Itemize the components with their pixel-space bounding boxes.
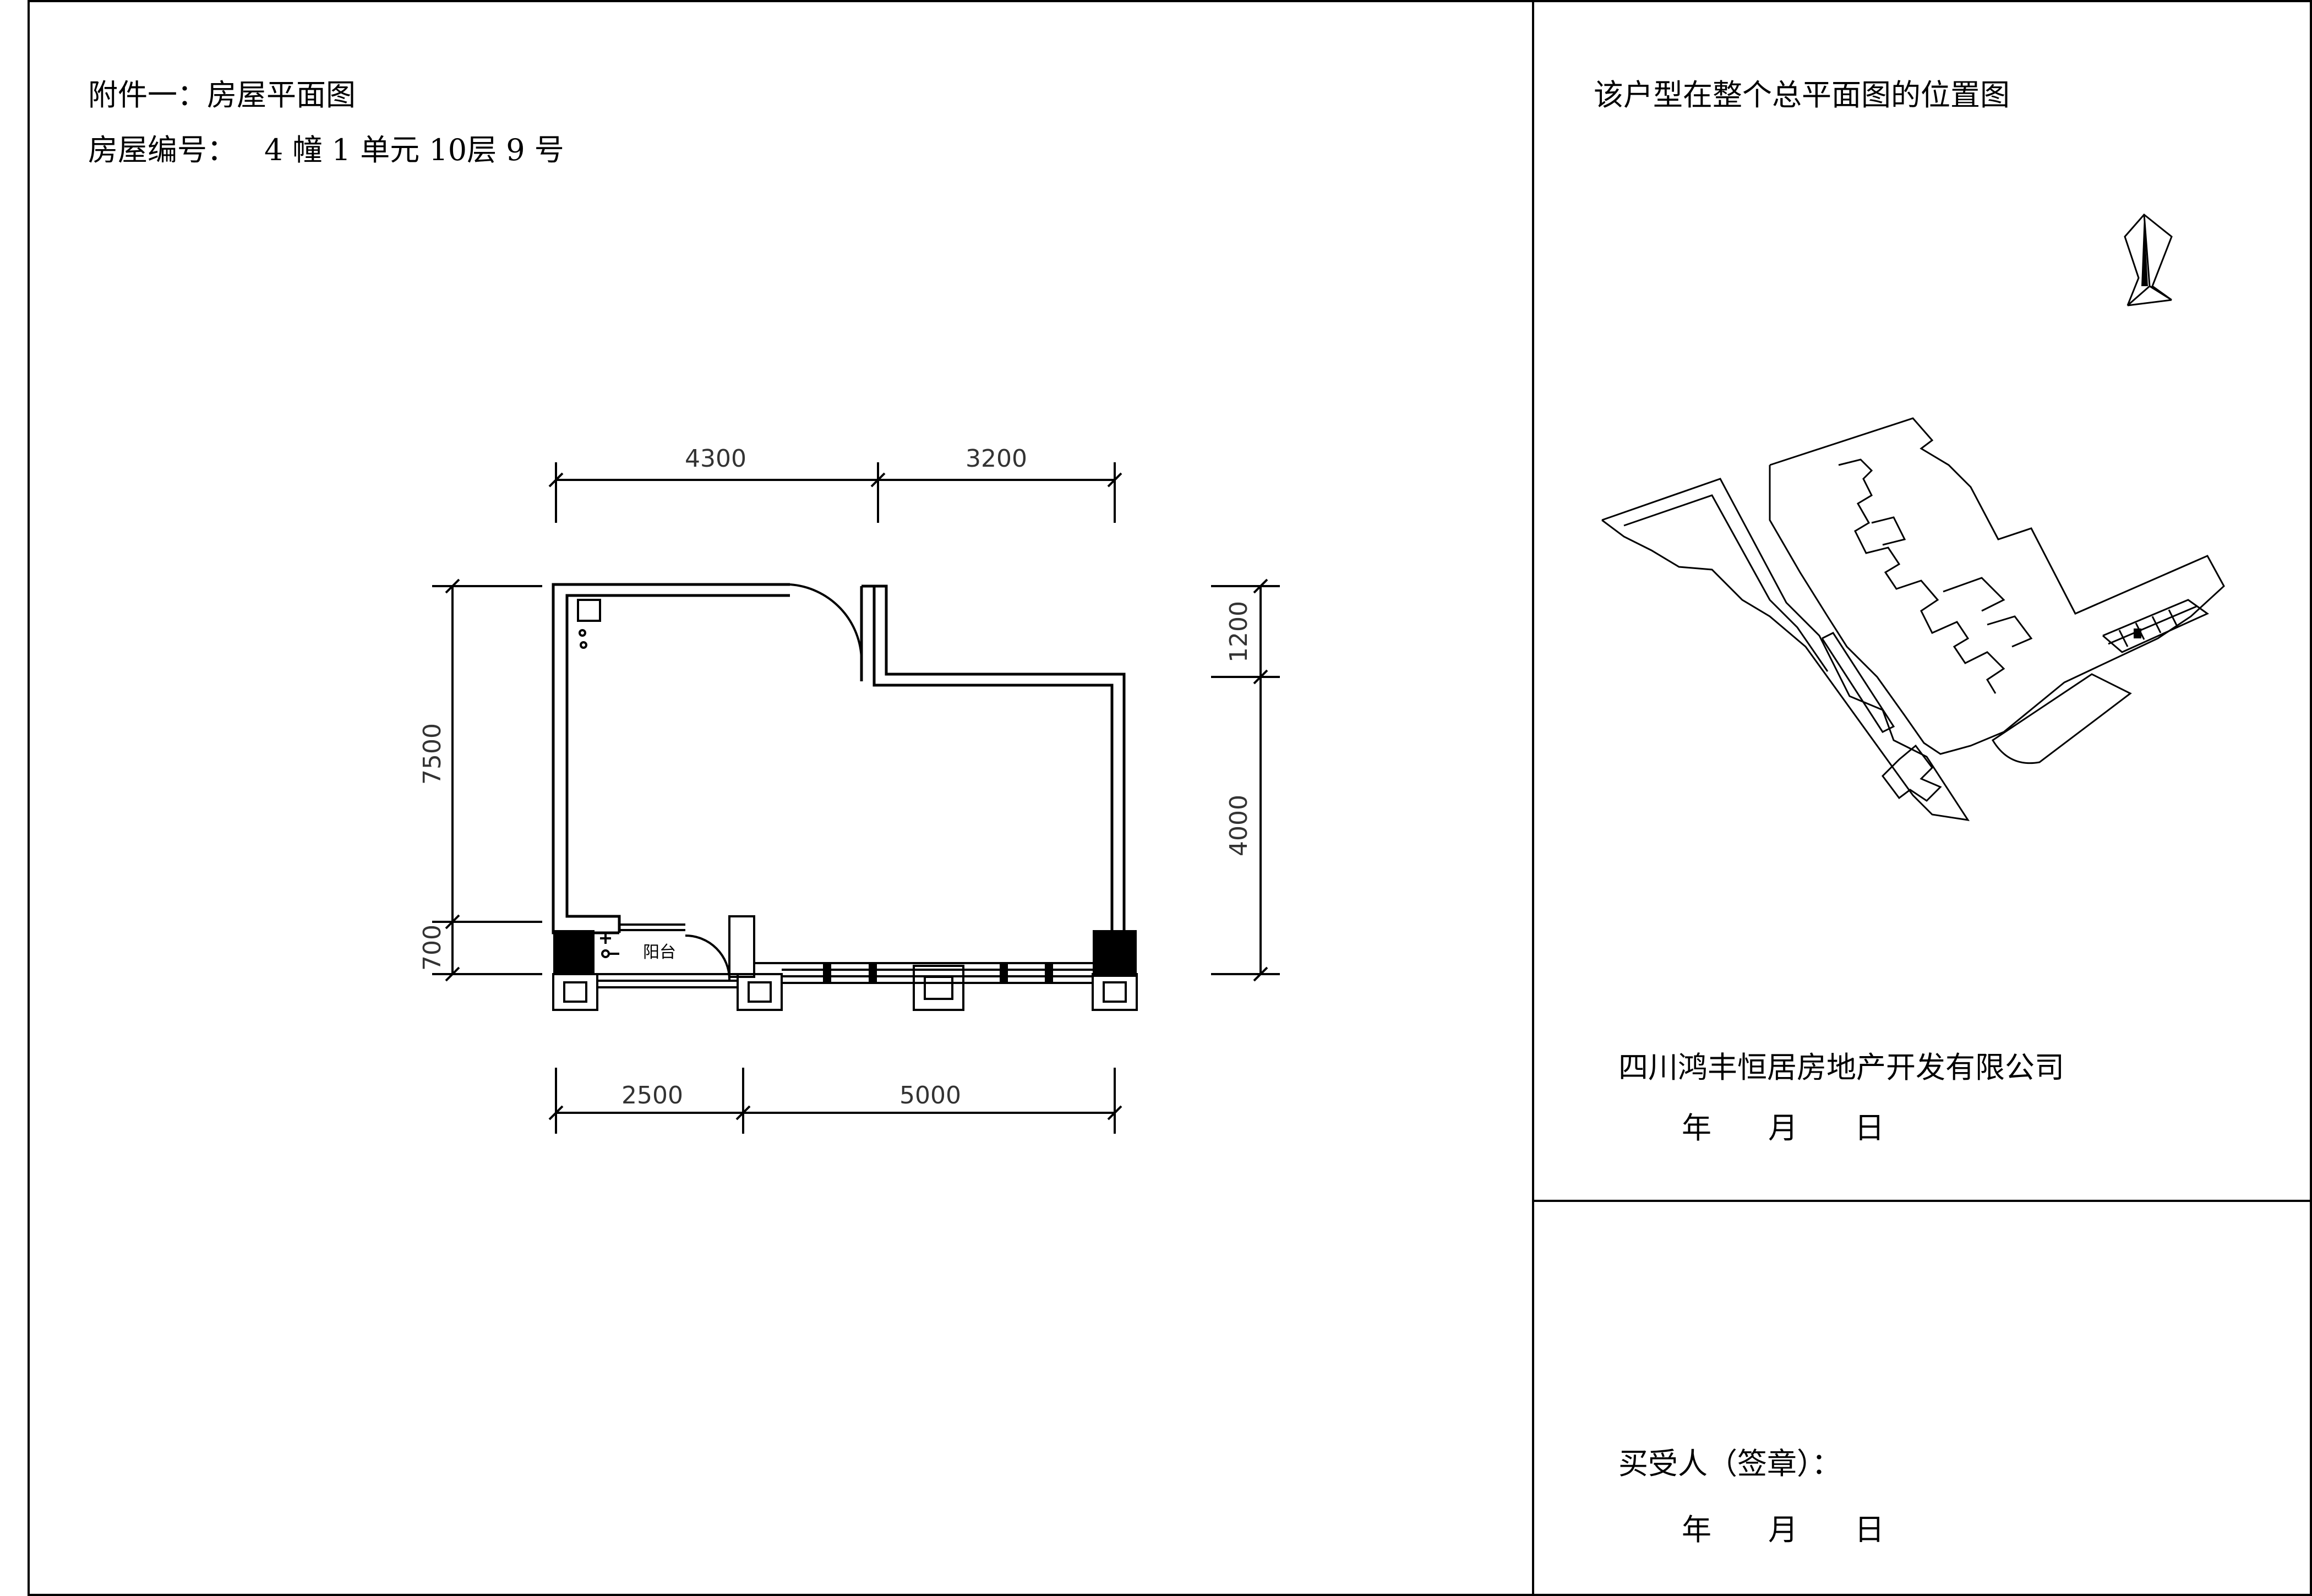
company-date-line: 年 月 日 xyxy=(1682,1111,1884,1145)
dim-right-2: 4000 xyxy=(1225,795,1253,856)
site-plan xyxy=(1601,213,2225,821)
company-name: 四川鸿丰恒居房地产开发有限公司 xyxy=(1618,1050,2064,1085)
house-number-value: 4 幢 1 单元 10层 9 号 xyxy=(264,133,564,167)
buyer-signature-label: 买受人（签章）： xyxy=(1618,1446,1841,1481)
north-arrow-icon xyxy=(2141,215,2148,286)
dim-top-2: 3200 xyxy=(966,445,1027,473)
highlighted-unit-marker xyxy=(2134,628,2141,638)
dim-bottom-1: 2500 xyxy=(621,1081,683,1109)
column-left xyxy=(553,930,595,974)
site-plan-title: 该户型在整个总平面图的位置图 xyxy=(1594,78,2010,112)
dim-left-2: 700 xyxy=(418,925,446,971)
dim-left-1: 7500 xyxy=(418,723,446,785)
balcony-label: 阳台 xyxy=(643,943,676,962)
drawing-title: 附件一：房屋平面图 xyxy=(88,78,356,112)
column-right xyxy=(1093,930,1137,977)
signature-box-frame xyxy=(1532,1200,2312,1596)
buyer-date-line: 年 月 日 xyxy=(1682,1512,1884,1547)
house-number-label: 房屋编号： xyxy=(88,133,237,167)
dim-top-1: 4300 xyxy=(685,445,746,473)
dim-bottom-2: 5000 xyxy=(899,1081,961,1109)
dim-right-1: 1200 xyxy=(1225,601,1253,663)
